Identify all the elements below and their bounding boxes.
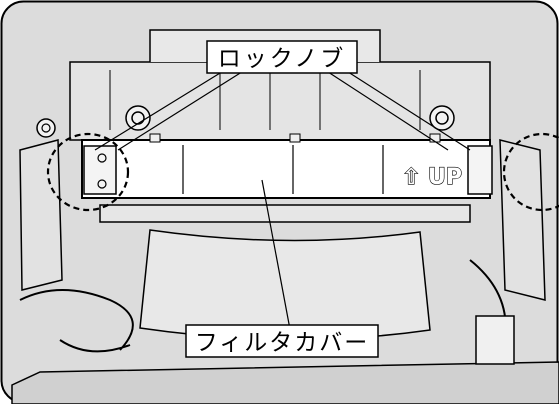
left-lock-knob <box>83 145 117 195</box>
up-marking: ⇧ UP <box>402 165 462 190</box>
filter-cover-label-box <box>185 324 379 358</box>
left-bracket <box>19 139 63 291</box>
filter-cover <box>81 139 491 199</box>
housing-ribs <box>109 70 421 130</box>
left-knob-callout <box>46 132 130 212</box>
lower-duct <box>99 204 471 223</box>
leader-line-right <box>344 69 471 151</box>
filter-cover-clips <box>149 133 441 143</box>
lock-knob-label-box <box>206 40 358 74</box>
filter-cover-label-group: フィルタカバー <box>185 324 379 358</box>
dashboard-lip <box>11 361 559 405</box>
right-bracket <box>499 139 546 301</box>
leader-line-right-2 <box>324 69 449 151</box>
filter-cover-label: フィルタカバー <box>195 330 370 356</box>
right-lock-knob <box>467 145 493 195</box>
leader-line-left <box>94 69 226 151</box>
filter-cover-dividers <box>182 145 384 194</box>
side-bolt-icon <box>36 118 56 138</box>
lock-knob-label: ロックノブ <box>218 46 347 72</box>
connector-block <box>475 315 515 365</box>
right-screw-icon <box>429 105 455 131</box>
leader-line-cover <box>261 179 293 341</box>
leader-line-left-2 <box>117 69 246 151</box>
blower-housing <box>139 229 431 341</box>
lock-knob-label-group: ロックノブ <box>206 40 358 74</box>
